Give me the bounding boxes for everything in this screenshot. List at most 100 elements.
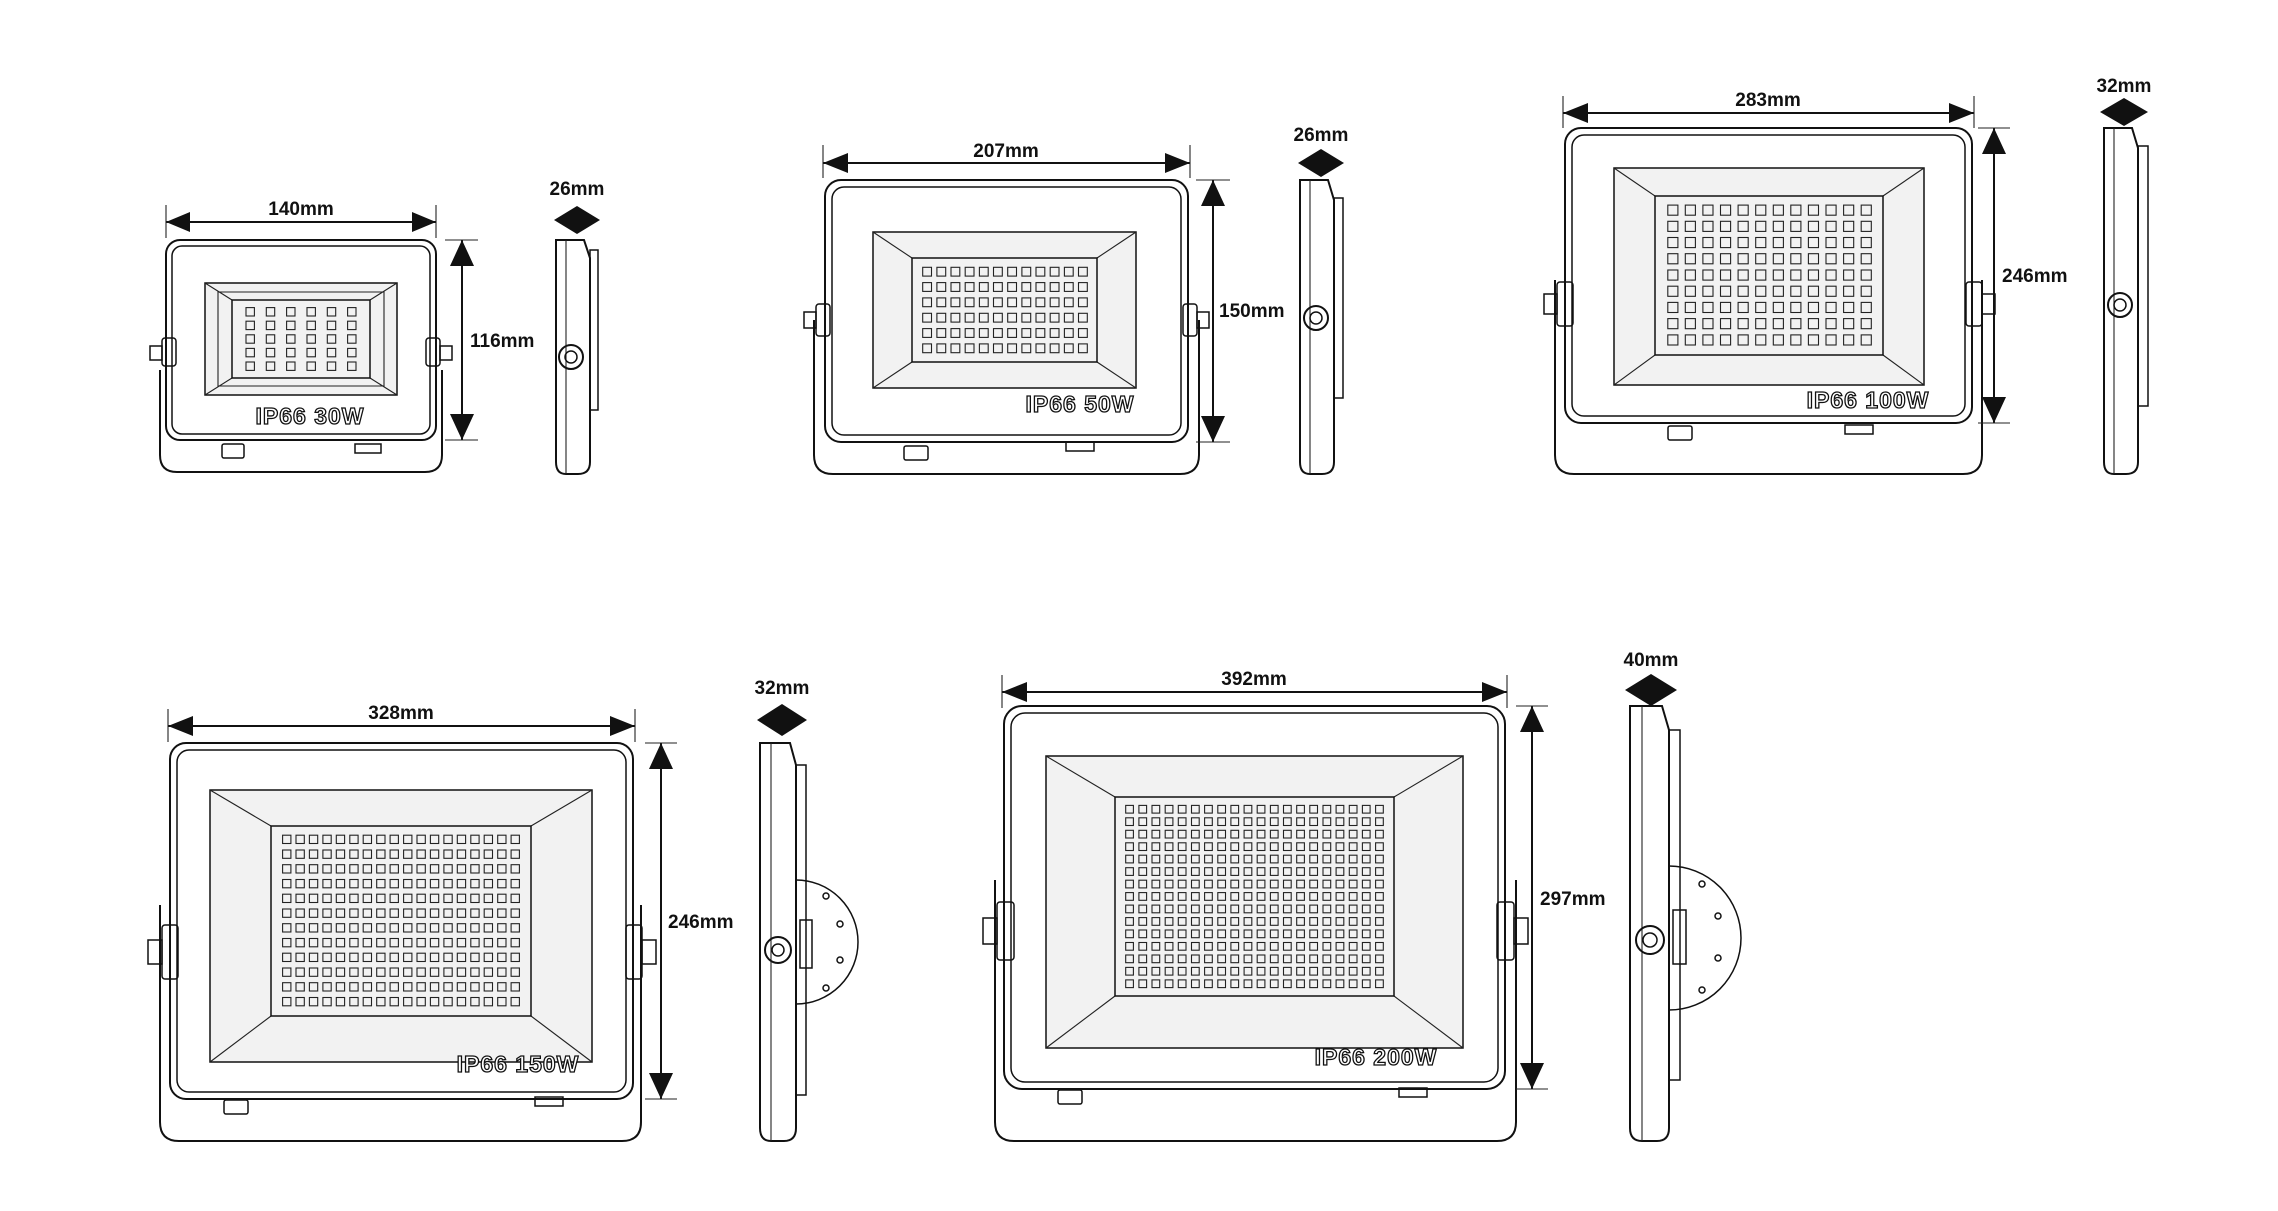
led-chip bbox=[1204, 929, 1213, 939]
depth-dimension: 40mm bbox=[1624, 650, 1678, 706]
led-chip bbox=[1190, 829, 1200, 839]
led-chip bbox=[1755, 301, 1767, 314]
led-chip bbox=[1164, 817, 1174, 827]
led-chip bbox=[1361, 867, 1371, 876]
led-chip bbox=[1282, 929, 1292, 939]
led-chip bbox=[376, 937, 386, 948]
led-chip bbox=[1684, 285, 1696, 297]
led-chip bbox=[362, 967, 373, 977]
led-chip bbox=[978, 282, 989, 292]
led-chip bbox=[347, 347, 357, 358]
led-chip bbox=[416, 952, 426, 963]
led-chip bbox=[1269, 954, 1279, 964]
led-chip bbox=[1138, 904, 1148, 914]
led-chip bbox=[306, 307, 316, 317]
led-chip bbox=[1375, 867, 1384, 876]
led-chip bbox=[1296, 842, 1305, 852]
led-chip bbox=[326, 320, 337, 331]
led-chip bbox=[349, 878, 359, 889]
led-chip bbox=[1684, 220, 1696, 232]
led-chip bbox=[1138, 966, 1148, 976]
led-chip bbox=[1204, 842, 1213, 852]
led-chip bbox=[335, 996, 346, 1007]
led-chip bbox=[1737, 334, 1749, 346]
led-chip bbox=[322, 878, 332, 889]
floodlight-200w: IP66 200W 392mm 297mm bbox=[982, 650, 1742, 1142]
width-label: 392mm bbox=[1221, 669, 1287, 690]
led-chip bbox=[1335, 979, 1345, 989]
led-chip bbox=[1164, 954, 1174, 964]
led-chip bbox=[1667, 269, 1679, 281]
led-chip bbox=[1217, 854, 1227, 864]
led-chip bbox=[1063, 282, 1074, 292]
led-chip bbox=[1322, 892, 1332, 901]
led-chip bbox=[1772, 318, 1784, 330]
led-chip bbox=[349, 967, 359, 977]
led-chip bbox=[1335, 917, 1345, 926]
led-chip bbox=[265, 334, 276, 344]
led-chip bbox=[1719, 301, 1732, 314]
led-chip bbox=[456, 923, 467, 933]
led-chip bbox=[347, 361, 357, 371]
led-chip bbox=[1190, 941, 1200, 951]
led-chip bbox=[1737, 204, 1749, 216]
led-chip bbox=[1269, 829, 1279, 839]
led-chip bbox=[1702, 334, 1714, 346]
led-chip bbox=[978, 312, 989, 323]
led-chip bbox=[286, 334, 296, 344]
led-chip bbox=[429, 878, 440, 889]
led-chip bbox=[429, 952, 440, 963]
led-chip bbox=[1322, 879, 1332, 889]
led-chip bbox=[1204, 904, 1213, 914]
front-view: IP66 50W bbox=[803, 179, 1210, 475]
led-chip bbox=[389, 834, 399, 845]
led-chip bbox=[1684, 334, 1696, 346]
led-chip bbox=[1361, 904, 1371, 914]
led-chip bbox=[362, 923, 373, 933]
led-chip bbox=[1296, 892, 1305, 901]
led-chip bbox=[1843, 269, 1855, 281]
led-chip bbox=[1348, 829, 1358, 839]
led-chip bbox=[1204, 879, 1213, 889]
led-chip bbox=[1007, 312, 1018, 323]
led-chip bbox=[1256, 842, 1266, 852]
led-chip bbox=[1125, 854, 1134, 864]
led-chip bbox=[1667, 236, 1679, 249]
model-label: IP66 50W bbox=[1026, 391, 1135, 417]
led-chip bbox=[1138, 817, 1148, 827]
led-chip bbox=[1843, 301, 1855, 314]
led-chip bbox=[1322, 954, 1332, 964]
led-chip bbox=[416, 893, 426, 904]
led-chip bbox=[1077, 328, 1088, 338]
led-chip bbox=[403, 923, 413, 933]
led-chip bbox=[443, 849, 453, 859]
led-chip bbox=[456, 834, 467, 845]
led-chip bbox=[1772, 204, 1784, 216]
led-chip bbox=[456, 878, 467, 889]
led-chip bbox=[286, 307, 296, 317]
led-chip bbox=[1825, 269, 1837, 281]
led-chip bbox=[1719, 285, 1732, 297]
led-chip bbox=[1204, 979, 1213, 989]
led-chip bbox=[295, 937, 305, 948]
led-chip bbox=[1125, 867, 1134, 876]
led-chip bbox=[1230, 892, 1240, 901]
led-chip bbox=[1269, 867, 1279, 876]
led-chip bbox=[1204, 966, 1213, 976]
led-chip bbox=[1177, 854, 1187, 864]
led-chip bbox=[306, 361, 316, 371]
led-chip bbox=[1282, 842, 1292, 852]
led-chip bbox=[1190, 904, 1200, 914]
led-chip bbox=[1138, 879, 1148, 889]
front-view: IP66 150W bbox=[147, 742, 657, 1142]
led-chip bbox=[510, 893, 520, 904]
led-chip bbox=[1243, 842, 1253, 852]
led-chip bbox=[1125, 892, 1134, 901]
led-chip bbox=[349, 864, 359, 874]
led-chip bbox=[1282, 917, 1292, 926]
led-chip bbox=[306, 334, 316, 344]
led-chip bbox=[1361, 954, 1371, 964]
led-chip bbox=[362, 908, 373, 918]
led-chip bbox=[349, 952, 359, 963]
